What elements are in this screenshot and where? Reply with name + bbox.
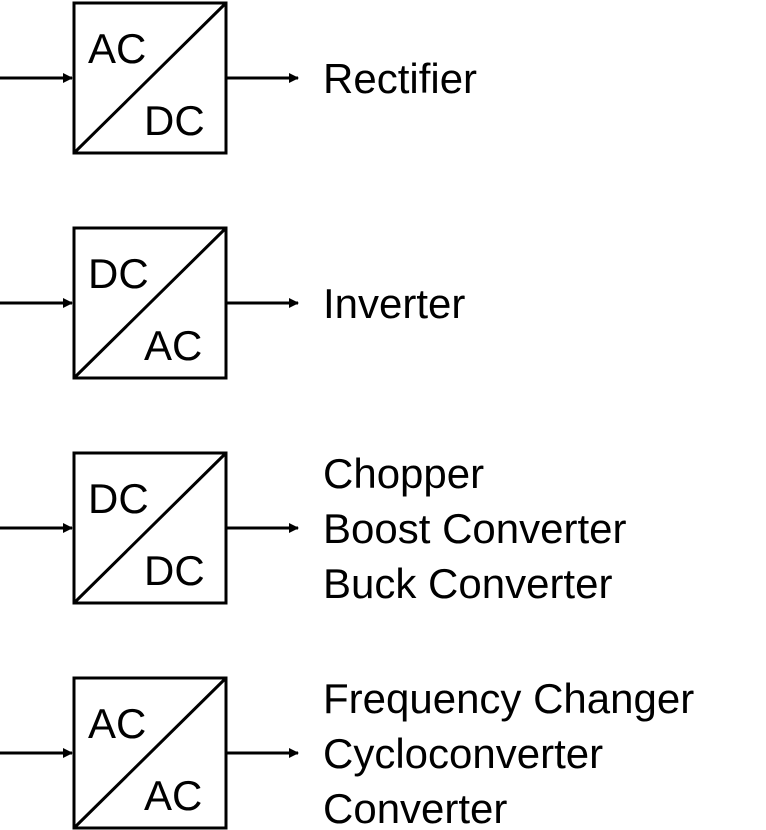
converter-description: Chopper <box>323 450 484 497</box>
output-type-label: AC <box>144 322 202 369</box>
output-type-label: AC <box>144 772 202 819</box>
output-type-label: DC <box>144 547 205 594</box>
input-type-label: DC <box>88 250 149 297</box>
converter-description: Converter <box>323 785 507 830</box>
output-type-label: DC <box>144 97 205 144</box>
converter-description: Cycloconverter <box>323 730 603 777</box>
diagonal-divider <box>72 1 228 155</box>
input-type-label: AC <box>88 25 146 72</box>
converter-description: Buck Converter <box>323 560 612 607</box>
converter-block: AC AC Frequency ChangerCycloconverterConve… <box>0 675 694 830</box>
converter-description: Boost Converter <box>323 505 626 552</box>
diagonal-divider <box>72 226 228 380</box>
converter-description: Rectifier <box>323 55 477 102</box>
converter-description: Frequency Changer <box>323 675 694 722</box>
converter-block: DC AC Inverter <box>0 226 465 380</box>
converter-description: Inverter <box>323 280 465 327</box>
converter-block: AC DC Rectifier <box>0 1 477 155</box>
input-type-label: AC <box>88 700 146 747</box>
input-type-label: DC <box>88 475 149 522</box>
diagonal-divider <box>72 451 228 605</box>
diagonal-divider <box>72 676 228 830</box>
